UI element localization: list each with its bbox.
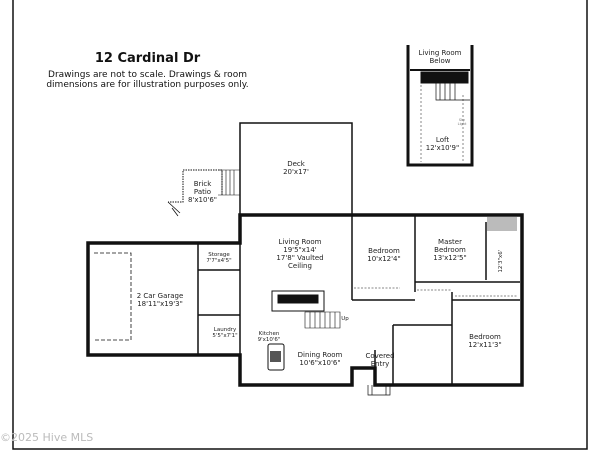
label-garage: 2 Car Garage 18'11"x19'3": [136, 292, 184, 309]
label-loft: Loft 12'x10'9": [425, 136, 460, 153]
label-kitchen: Kitchen 9'x10'6": [257, 331, 281, 344]
label-covered-entry: Covered Entry: [365, 352, 395, 369]
copyright-watermark: ©2025 Hive MLS: [0, 431, 94, 444]
interior-walls: [197, 215, 520, 385]
label-up: Up: [341, 316, 349, 322]
label-master-bath: 12'3"x6': [497, 249, 504, 273]
label-deck: Deck 20'x17': [283, 160, 309, 177]
label-laundry: Laundry 5'5"x7'1": [212, 327, 238, 340]
label-dining-room: Dining Room 10'6"x10'6": [297, 351, 343, 368]
page-title: 12 Cardinal Dr: [94, 51, 201, 66]
label-storage: Storage 7'7"x4'5": [206, 252, 232, 265]
label-brick-patio: Brick Patio 8'x10'6": [187, 180, 218, 205]
label-living-room: Living Room 19'5"x14' 17'8" Vaulted Ceil…: [276, 238, 324, 271]
exterior-walls: [86, 213, 524, 387]
label-sky-light: Sky Light: [457, 118, 467, 127]
label-living-below: Living Room Below: [418, 49, 462, 66]
page-frame: [12, 0, 588, 450]
label-master-bedroom: Master Bedroom 13'x12'5": [433, 238, 467, 263]
disclaimer: Drawings are not to scale. Drawings & ro…: [46, 70, 249, 91]
label-bedroom-1: Bedroom 10'x12'4": [367, 247, 401, 264]
patio-outline: [168, 169, 223, 203]
loft-plan: [406, 45, 474, 167]
label-bedroom-2: Bedroom 12'x11'3": [468, 333, 502, 350]
deck-outline: [239, 122, 353, 215]
